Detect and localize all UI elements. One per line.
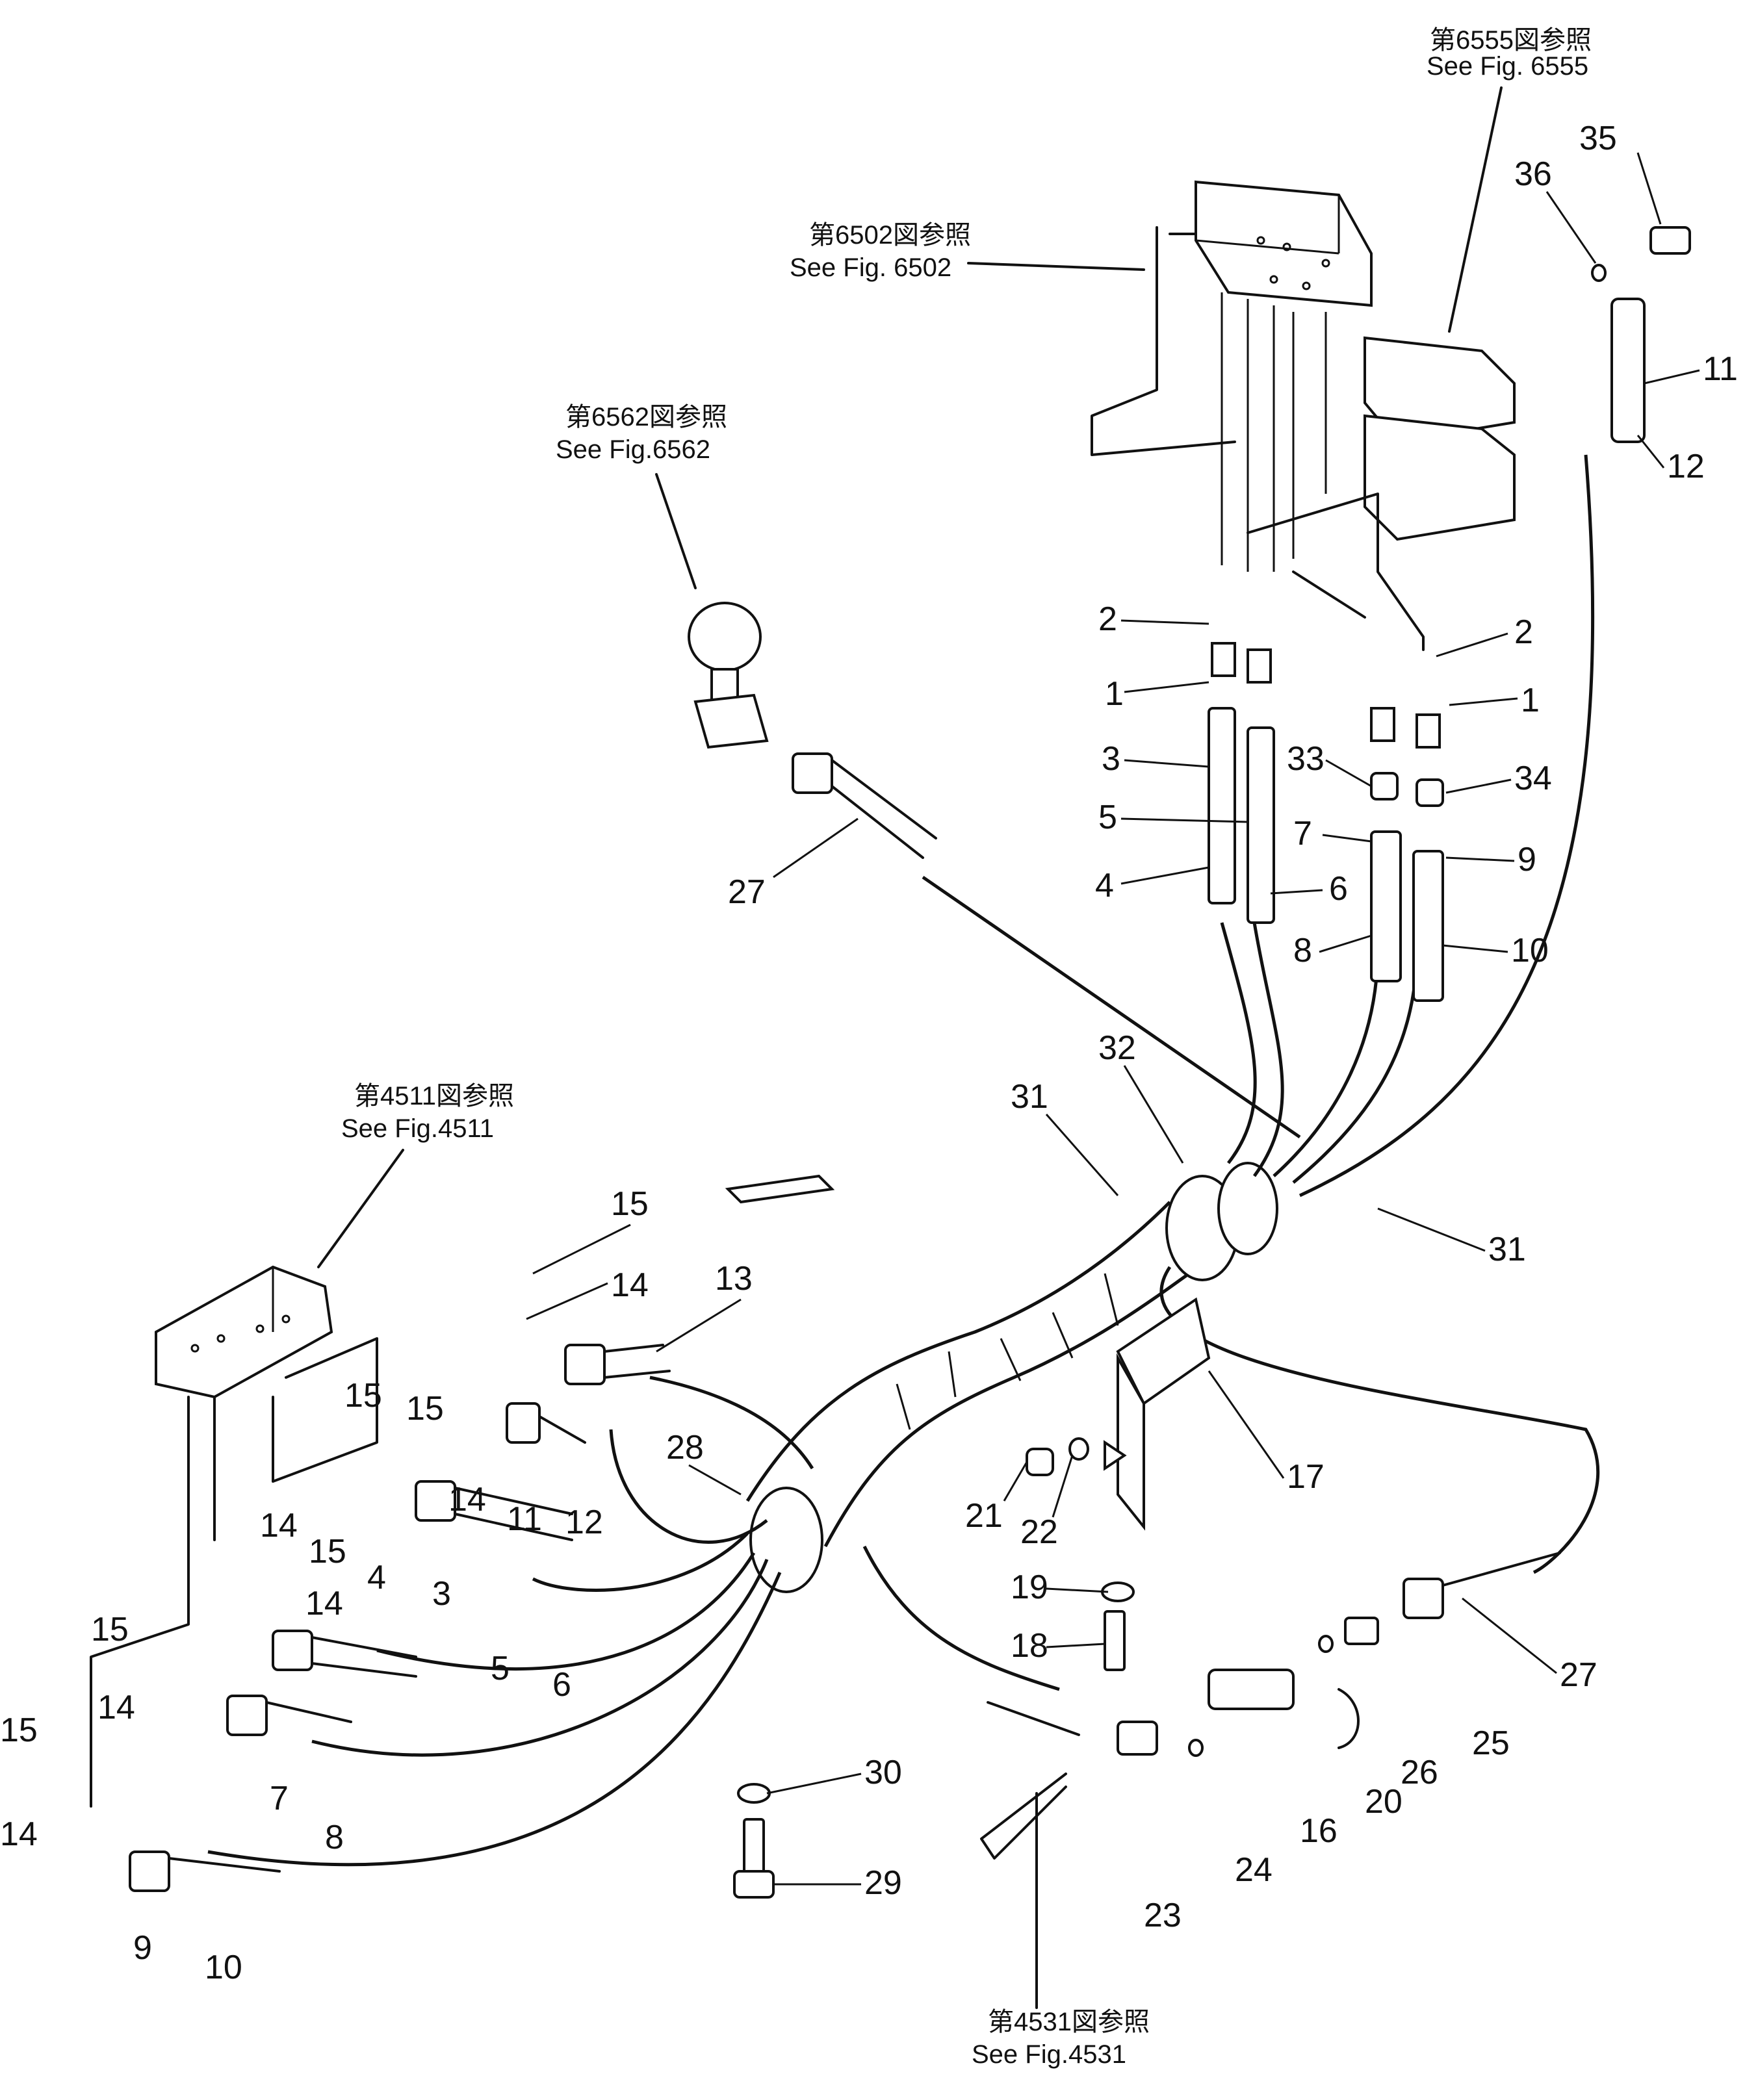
ref-fig4511-en: See Fig.4511: [341, 1114, 494, 1143]
callout-2: 2: [1514, 613, 1533, 651]
callout-7: 7: [1293, 815, 1312, 852]
callout-5: 5: [491, 1650, 510, 1687]
callout-6: 6: [552, 1666, 571, 1704]
fittings: [129, 226, 1691, 1899]
callout-25: 25: [1472, 1724, 1510, 1762]
callout-15: 15: [344, 1377, 382, 1415]
callout-22: 22: [1020, 1513, 1058, 1551]
callout-15: 15: [91, 1611, 129, 1648]
callout-13: 13: [715, 1260, 753, 1298]
callout-1: 1: [1521, 682, 1540, 719]
callout-23: 23: [1144, 1897, 1182, 1934]
ref-fig6562-en: See Fig.6562: [556, 435, 710, 464]
ref-fig6502-jp: 第6502図参照: [809, 221, 971, 250]
control-lever: [688, 602, 769, 749]
callout-26: 26: [1401, 1754, 1438, 1791]
callout-8: 8: [1293, 932, 1312, 969]
hose-bundle: [207, 454, 1600, 1867]
callout-31: 31: [1488, 1231, 1526, 1268]
callout-14: 14: [611, 1266, 649, 1304]
callout-12: 12: [565, 1504, 603, 1541]
ref-fig4531-en: See Fig.4531: [972, 2040, 1126, 2069]
callout-31: 31: [1011, 1078, 1048, 1116]
callout-7: 7: [270, 1780, 289, 1817]
callout-35: 35: [1579, 120, 1617, 157]
callout-24: 24: [1235, 1851, 1273, 1889]
callout-14: 14: [97, 1689, 135, 1726]
callout-11: 11: [507, 1500, 542, 1538]
valve-block-lower: [90, 1265, 378, 1808]
callout-28: 28: [666, 1429, 704, 1466]
ref-fig6555-en: See Fig. 6555: [1427, 52, 1588, 81]
callout-15: 15: [0, 1711, 38, 1749]
callout-15: 15: [406, 1390, 444, 1428]
callout-9: 9: [133, 1929, 152, 1967]
valve-block-upper: [1091, 180, 1373, 572]
callout-5: 5: [1098, 799, 1117, 836]
callout-32: 32: [1098, 1029, 1136, 1067]
callout-29: 29: [864, 1864, 902, 1902]
callout-1: 1: [1105, 675, 1124, 713]
callout-2: 2: [1098, 600, 1117, 638]
callout-12: 12: [1667, 448, 1705, 485]
ref-fig4511-jp: 第4511図参照: [354, 1082, 514, 1110]
callout-17: 17: [1287, 1458, 1325, 1496]
callout-9: 9: [1518, 841, 1536, 878]
callout-11: 11: [1703, 350, 1738, 388]
callout-14: 14: [260, 1507, 298, 1544]
callout-34: 34: [1514, 760, 1552, 797]
callout-33: 33: [1287, 740, 1325, 778]
ref-fig6555-jp: 第6555図参照: [1430, 26, 1592, 55]
callout-3: 3: [432, 1575, 451, 1613]
callout-36: 36: [1514, 155, 1552, 193]
callout-8: 8: [325, 1819, 344, 1856]
ref-fig4531-jp: 第4531図参照: [988, 2008, 1150, 2036]
callout-15: 15: [611, 1185, 649, 1223]
callout-4: 4: [367, 1559, 386, 1596]
valve-block-side: [1247, 336, 1516, 651]
callout-4: 4: [1095, 867, 1114, 904]
ref-fig6562-jp: 第6562図参照: [565, 403, 727, 431]
callout-10: 10: [1511, 932, 1549, 969]
callout-20: 20: [1365, 1783, 1403, 1821]
ref-fig6502-en: See Fig. 6502: [790, 253, 951, 282]
callout-6: 6: [1329, 870, 1348, 908]
callout-19: 19: [1011, 1569, 1048, 1606]
callout-27: 27: [728, 873, 766, 911]
leader-lines: [526, 152, 1700, 1886]
callout-15: 15: [309, 1533, 346, 1570]
callout-14: 14: [305, 1585, 343, 1622]
callouts: 35 36 11 12 2 2 1 1 3 33 34 5 7 9 4 6 8 …: [0, 120, 1738, 1986]
callout-16: 16: [1300, 1812, 1338, 1850]
callout-27: 27: [1560, 1656, 1597, 1694]
callout-14: 14: [0, 1815, 38, 1853]
callout-3: 3: [1102, 740, 1120, 778]
callout-21: 21: [965, 1497, 1003, 1535]
callout-10: 10: [205, 1949, 242, 1986]
callout-18: 18: [1011, 1627, 1048, 1665]
callout-14: 14: [448, 1481, 486, 1518]
callout-30: 30: [864, 1754, 902, 1791]
